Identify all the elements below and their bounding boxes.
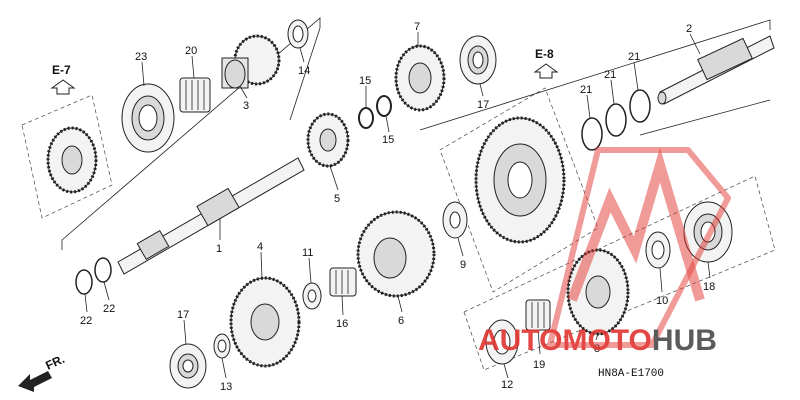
callout-21a: 21 (580, 84, 592, 96)
e7-dashed-box (21, 94, 113, 219)
callout-15a: 15 (359, 75, 371, 87)
watermark-m-icon (567, 147, 705, 302)
callout-5: 5 (334, 193, 340, 205)
callout-18: 18 (703, 281, 715, 293)
callout-13: 13 (220, 381, 232, 393)
callout-9: 9 (460, 259, 466, 271)
washer-21b-icon (605, 103, 627, 137)
callout-20: 20 (185, 45, 197, 57)
circlip-15b-icon (376, 95, 392, 117)
callout-16: 16 (336, 318, 348, 330)
needle-bearing-20-icon (179, 77, 211, 113)
front-label: FR. (43, 352, 66, 373)
washer-10-icon (645, 231, 671, 269)
callout-22a: 22 (80, 315, 92, 327)
washer-21c-icon (629, 89, 651, 123)
callout-14: 14 (298, 65, 310, 77)
callout-7: 7 (414, 21, 420, 33)
needle-bearing-16-icon (329, 267, 357, 297)
callout-11: 11 (302, 247, 313, 259)
callout-12: 12 (501, 379, 513, 391)
callout-8: 8 (594, 343, 600, 355)
washer-12-icon (485, 319, 519, 365)
bearing-23-icon (121, 83, 175, 153)
washer-22a-icon (75, 269, 93, 295)
diagram-code: HN8A-E1700 (598, 368, 664, 380)
gear-7-icon (394, 44, 446, 112)
callout-17b: 17 (177, 309, 189, 321)
callout-10: 10 (656, 295, 668, 307)
svg-text:AUTOMOTOHUB: AUTOMOTOHUB (478, 324, 717, 357)
callouts: 23 20 3 14 15 15 7 17 2 21 21 21 5 1 4 1… (80, 21, 715, 393)
washer-21a-icon (581, 117, 603, 151)
callout-22b: 22 (103, 303, 115, 315)
shaft-2-icon (657, 35, 775, 105)
washer-13-icon (213, 333, 231, 359)
e7-ghost-gear-icon (46, 126, 98, 194)
watermark-word-moto: MOTO (562, 324, 651, 357)
bearing-17a-icon (459, 35, 497, 85)
callout-6: 6 (398, 315, 404, 327)
callout-21b: 21 (604, 69, 616, 81)
clutch-housing-icon (474, 116, 566, 244)
leader-lines (84, 32, 711, 379)
e8-reference: E-8 (533, 47, 559, 79)
e7-label: E-7 (52, 63, 71, 77)
front-arrow-icon (18, 371, 52, 392)
bearing-18-icon (683, 201, 733, 263)
assembly-outline-lines (61, 17, 771, 250)
washer-14-icon (287, 19, 309, 49)
watermark-logo: AUTOMOTOHUB (478, 147, 731, 357)
gear-6-icon (356, 210, 436, 298)
watermark-triangle-icon (547, 147, 731, 348)
callout-1: 1 (216, 243, 222, 255)
callout-3: 3 (243, 100, 249, 112)
e7-arrow-icon (50, 79, 76, 95)
callout-19: 19 (533, 359, 545, 371)
mainshaft-1-icon (117, 157, 305, 275)
callout-4: 4 (257, 241, 263, 253)
callout-21c: 21 (628, 51, 640, 63)
washer-22b-icon (94, 257, 112, 283)
e8-arrow-icon (533, 63, 559, 79)
plate-9-icon (442, 201, 468, 239)
washer-11-icon (302, 282, 322, 310)
gear-4-icon (229, 276, 301, 368)
callout-2: 2 (686, 23, 692, 35)
callout-23: 23 (135, 51, 147, 63)
e8-label: E-8 (535, 47, 554, 61)
callout-15b: 15 (382, 134, 394, 146)
watermark-word-hub: HUB (652, 324, 717, 357)
bearing-17b-icon (169, 343, 207, 389)
gear-5-icon (306, 112, 350, 168)
watermark-word-auto: AUTO (478, 324, 562, 357)
front-direction-arrow: FR. (18, 352, 67, 392)
callout-17a: 17 (477, 99, 489, 111)
e7-reference: E-7 (50, 63, 76, 95)
gear-3-icon (221, 34, 281, 89)
circlip-15a-icon (358, 107, 374, 129)
